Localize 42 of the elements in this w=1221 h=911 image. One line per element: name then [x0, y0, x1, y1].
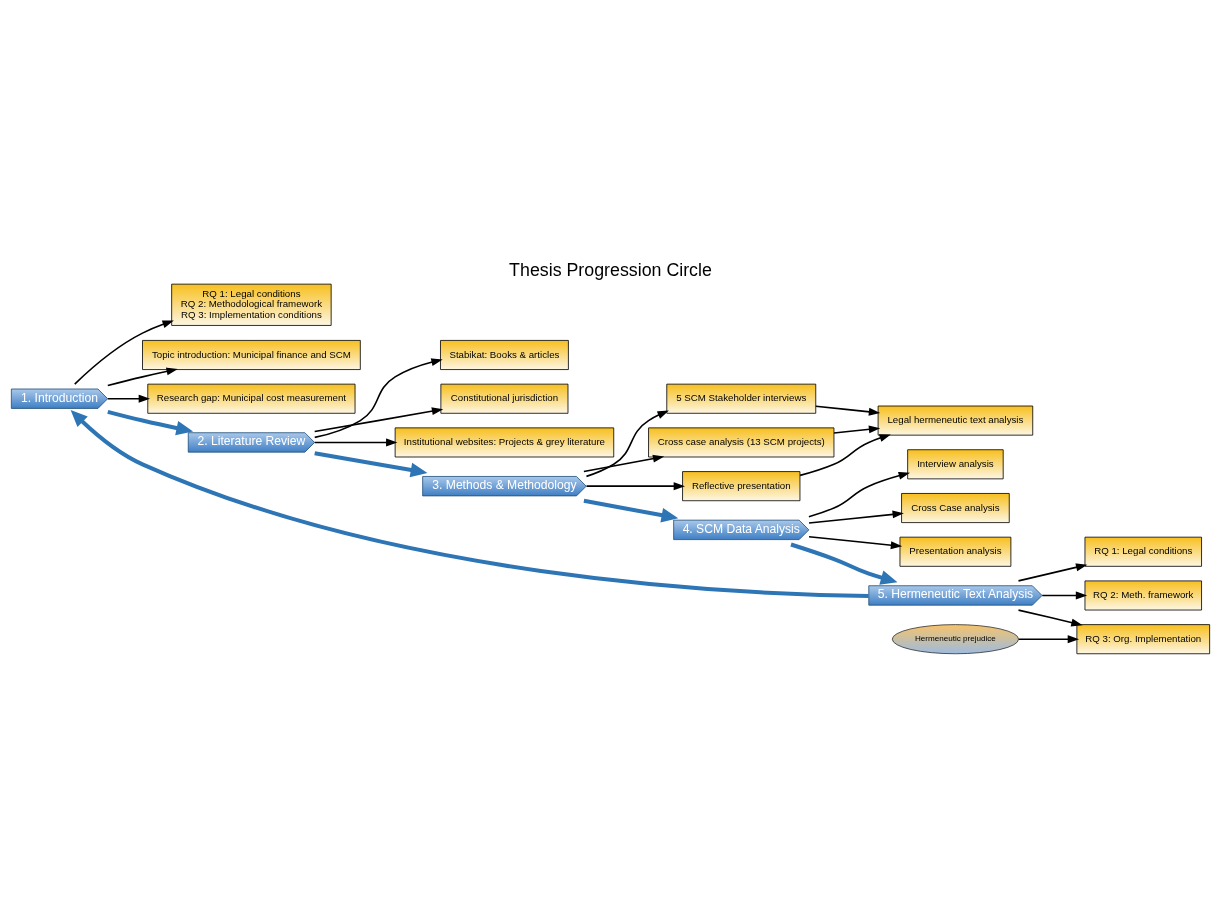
node-box: Stabikat: Books & articles	[440, 339, 569, 370]
node-box: Interview analysis	[907, 448, 1004, 479]
arrow	[107, 409, 194, 435]
node-box: Legal hermeneutic text analysis	[877, 405, 1034, 436]
node-box: RQ 2: Meth. framework	[1084, 580, 1202, 610]
arrow	[808, 535, 903, 549]
node-box: Cross case analysis (13 SCM projects)	[648, 426, 835, 457]
arrow	[799, 433, 891, 476]
arrow	[833, 424, 881, 434]
arrow	[313, 406, 444, 432]
arrow	[70, 409, 869, 598]
arrow	[583, 498, 679, 522]
arrow	[314, 450, 428, 477]
node-box: Cross Case analysis	[901, 492, 1010, 523]
arrow	[585, 410, 669, 477]
node-box: RQ 1: Legal conditions RQ 2: Methodological framework RQ 3: Implementation conditions	[171, 283, 332, 326]
arrow	[1017, 562, 1088, 582]
arrow	[107, 394, 150, 403]
arrow	[808, 509, 904, 524]
arrow	[1017, 634, 1080, 643]
diagram-title: Thesis Progression Circle	[509, 259, 712, 280]
arrow	[73, 320, 174, 385]
node-box: 5 SCM Stakeholder interviews	[666, 383, 817, 414]
arrow	[808, 471, 910, 518]
node-box: Topic introduction: Municipal finance and SCM	[142, 339, 361, 370]
node-box: Research gap: Municipal cost measurement	[147, 383, 356, 414]
node-box: Presentation analysis	[899, 536, 1012, 567]
arrow	[815, 405, 881, 416]
node-box: Constitutional jurisdiction	[440, 383, 569, 414]
arrow	[583, 454, 665, 472]
node-box: Institutional websites: Projects & grey literature	[394, 426, 615, 457]
node-box: RQ 3: Org. Implementation	[1076, 623, 1211, 654]
node-box: Reflective presentation	[682, 470, 801, 501]
arrow	[313, 357, 443, 438]
node-ellipse: Hermeneutic prejudice	[891, 623, 1019, 654]
arrow	[107, 367, 178, 386]
arrow	[313, 437, 398, 446]
arrow	[1041, 591, 1088, 599]
arrow	[585, 481, 685, 490]
node-box: RQ 1: Legal conditions	[1084, 536, 1202, 567]
arrow	[790, 542, 898, 585]
arrow	[1017, 608, 1083, 626]
